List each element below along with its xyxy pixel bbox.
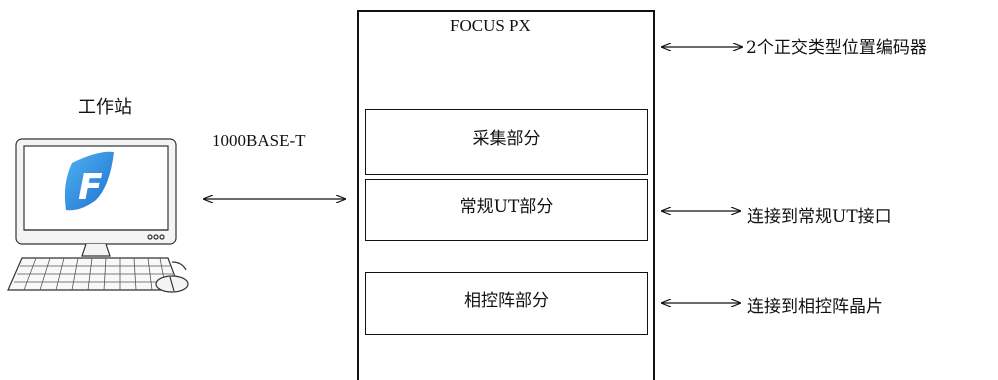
conventional-ut-section-label: 常规UT部分: [459, 197, 554, 217]
phased-array-section-label: 相控阵部分: [464, 291, 549, 311]
conventional-ut-section: 常规UT部分: [365, 179, 648, 241]
logo-letter: F: [78, 167, 103, 208]
pa-chip-connection-label: 连接到相控阵晶片: [747, 297, 883, 317]
diagram-connectors: F: [7, 0, 998, 367]
phased-array-section: 相控阵部分: [365, 272, 648, 335]
device-title: FOCUS PX: [450, 16, 531, 35]
ut-interface-connection-label: 连接到常规UT接口: [747, 207, 892, 227]
ethernet-link-label: 1000BASE-T: [212, 131, 306, 150]
acquisition-section-label: 采集部分: [472, 129, 541, 149]
acquisition-section: 采集部分: [365, 109, 648, 175]
focus-logo-icon: F: [64, 151, 114, 211]
workstation-label: 工作站: [78, 97, 132, 118]
encoder-connection-label: 2个正交类型位置编码器: [746, 38, 927, 58]
